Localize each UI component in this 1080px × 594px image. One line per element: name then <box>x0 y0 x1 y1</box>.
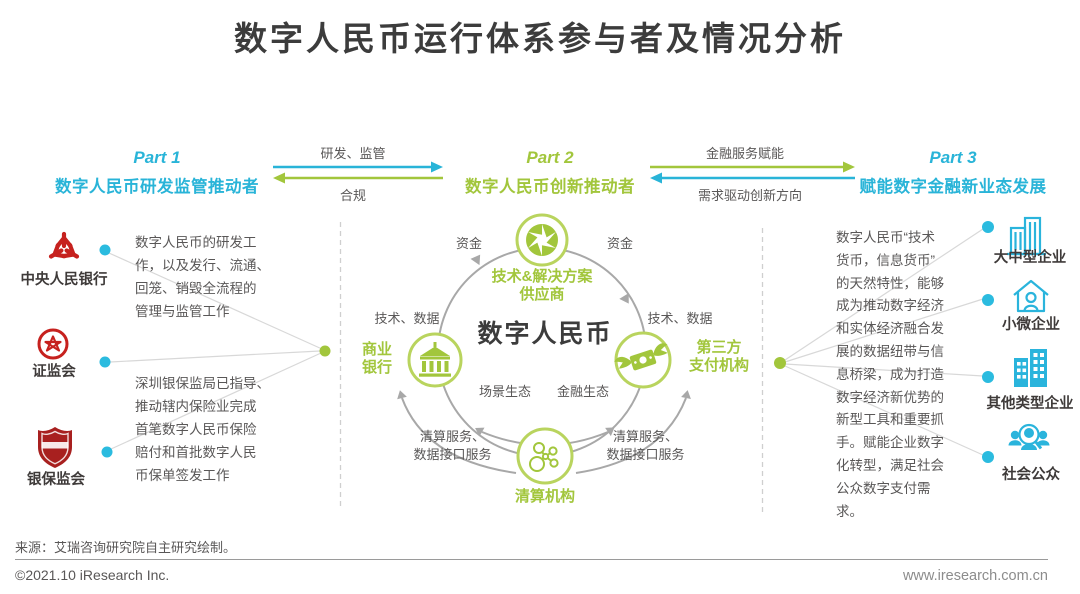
source-note: 来源：艾瑞咨询研究院自主研究绘制。 <box>15 540 237 555</box>
left-hub-dot <box>319 345 331 357</box>
part1-title: 数字人民币研发监管推动者 <box>55 178 259 196</box>
left-connector-lines <box>108 252 323 450</box>
bank-building-icon <box>419 342 451 377</box>
commercial-bank-label: 商业 银行 <box>361 341 392 376</box>
website-link: www.iresearch.com.cn <box>902 568 1048 584</box>
right-connector-lines <box>784 228 984 456</box>
tech-data-right-label: 技术、数据 <box>647 311 713 326</box>
pboc-note: 数字人民币的研发工 作，以及发行、流通、 回笼、销毁全流程的 管理与监管工作 <box>135 235 270 319</box>
funds-right-label: 资金 <box>606 236 633 251</box>
left-connector-dots <box>99 244 113 458</box>
footer-divider <box>15 559 1048 560</box>
clearing-service-right-label: 清算服务、 数据接口服务 <box>606 429 685 462</box>
flow12-top-label: 研发、监管 <box>320 146 386 161</box>
winged-money-icon <box>614 343 668 371</box>
clearing-institution-label: 清算机构 <box>514 488 575 505</box>
entity-small-business-label: 小微企业 <box>1002 317 1060 333</box>
entity-large-enterprise-label: 大中型企业 <box>993 250 1067 266</box>
part1-header: Part 1 数字人民币研发监管推动者 <box>37 148 277 197</box>
part3-header: Part 3 赋能数字金融新业态发展 <box>847 148 1059 197</box>
csrc-emblem-icon <box>37 328 69 360</box>
finance-eco-label: 金融生态 <box>556 384 609 399</box>
flow23-top-label: 金融服务赋能 <box>705 146 784 161</box>
arrow-compliance <box>273 172 443 184</box>
org-pboc-label: 中央人民银行 <box>20 272 108 288</box>
org-csrc-label: 证监会 <box>32 364 76 380</box>
third-party-payment-label: 第三方 支付机构 <box>688 339 749 374</box>
cbirc-note: 深圳银保监局已指导、 推动辖内保险业完成 首笔数字人民币保险 赔付和首批数字人民… <box>135 376 270 483</box>
flow12-bottom-label: 合规 <box>339 188 366 203</box>
flow23-bottom-label: 需求驱动创新方向 <box>697 188 802 203</box>
right-connector-dots <box>982 221 994 463</box>
tech-data-left-label: 技术、数据 <box>374 311 440 326</box>
right-hub-dot <box>774 357 786 369</box>
node-clearing-institution <box>516 427 574 485</box>
arrow-demand-driven <box>650 172 855 184</box>
copyright: ©2021.10 iResearch Inc. <box>15 567 170 583</box>
part3-title: 赋能数字金融新业态发展 <box>859 178 1047 196</box>
node-commercial-bank <box>407 332 463 388</box>
network-nodes-icon <box>529 442 559 472</box>
arrow-financial-service <box>650 161 855 173</box>
core-label: 数字人民币 <box>477 320 613 348</box>
part2-label: Part 2 <box>526 148 574 167</box>
arrow-rd-supervision <box>273 161 443 173</box>
clearing-service-left-label: 清算服务、 数据接口服务 <box>413 429 492 462</box>
tech-supplier-label: 技术&解决方案 供应商 <box>491 268 593 303</box>
part1-label: Part 1 <box>133 148 181 167</box>
part2-title: 数字人民币创新推动者 <box>465 178 635 196</box>
small-business-house-icon <box>1013 279 1049 313</box>
part2-header: Part 2 数字人民币创新推动者 <box>450 148 650 197</box>
pboc-emblem-icon <box>48 231 80 259</box>
node-tech-supplier <box>515 213 569 267</box>
entity-other-enterprise-label: 其他类型企业 <box>986 396 1074 412</box>
aperture-icon <box>526 224 558 256</box>
large-enterprise-buildings-icon <box>1007 216 1046 256</box>
funds-left-label: 资金 <box>455 236 482 251</box>
entity-public-label: 社会公众 <box>1002 467 1060 483</box>
part3-note: 数字人民币“技术 货币，信息货币” 的天然特性，能够 成为推动数字经济 和实体经… <box>836 230 944 519</box>
scene-eco-label: 场景生态 <box>478 384 531 399</box>
page-title: 数字人民币运行体系参与者及情况分析 <box>234 20 846 57</box>
cbirc-shield-icon <box>38 427 72 468</box>
org-cbirc-label: 银保监会 <box>27 472 85 488</box>
other-enterprise-buildings-icon <box>1014 349 1047 387</box>
node-third-party-payment <box>614 331 672 389</box>
public-people-icon <box>1008 423 1050 450</box>
part3-label: Part 3 <box>929 148 977 167</box>
